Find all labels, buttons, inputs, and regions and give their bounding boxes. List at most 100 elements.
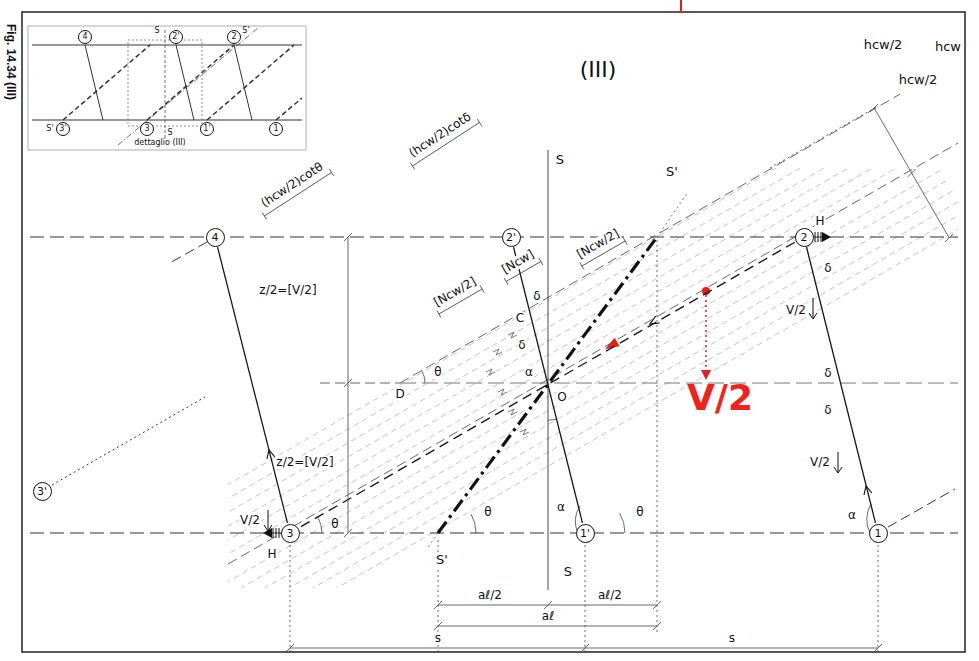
angle-arc xyxy=(548,419,557,420)
dimension-label: s xyxy=(728,632,736,645)
force-arrow xyxy=(809,298,817,319)
point-circle: 2 xyxy=(227,30,241,44)
angle-arc xyxy=(318,371,871,534)
angle-label: δ xyxy=(823,404,832,417)
point-circle: 3 xyxy=(281,524,300,543)
load-label: V/2 xyxy=(686,379,754,417)
crack-marks xyxy=(486,332,529,435)
point-circle: 1 xyxy=(269,122,283,136)
point-number: 1 xyxy=(875,528,882,539)
force-arrow xyxy=(273,528,279,538)
point-number: 2 xyxy=(801,232,808,243)
strut-hatching xyxy=(228,168,958,588)
inset-sketch xyxy=(165,30,166,146)
dimension-line xyxy=(870,104,953,242)
dimension-label: z/2=[V/2] xyxy=(275,456,334,469)
force-arrow xyxy=(822,232,831,242)
force-label: H xyxy=(266,548,277,561)
strut-hatching xyxy=(228,168,902,546)
point-circle: 2' xyxy=(502,228,521,247)
strut-hatching xyxy=(228,189,956,588)
chord-line xyxy=(30,236,958,237)
strut-boundary xyxy=(320,383,400,384)
angle-label: δ xyxy=(823,262,832,275)
section-line xyxy=(548,150,549,590)
point-number: 4 xyxy=(82,33,87,41)
angle-label: θ xyxy=(635,506,644,519)
angle-label: α xyxy=(847,509,857,522)
chord-line xyxy=(30,532,958,533)
point-circle: 4 xyxy=(206,228,225,247)
inset-sketch xyxy=(32,120,302,121)
strut-hatching xyxy=(228,168,914,566)
stirrup-line xyxy=(514,247,583,523)
dimension-line xyxy=(286,601,882,652)
section-label: S xyxy=(563,565,573,579)
strut-hatching xyxy=(228,168,944,588)
chord-line xyxy=(30,237,958,533)
compression-strut xyxy=(299,242,795,528)
section-label: S' xyxy=(665,165,679,179)
dimension-line xyxy=(878,540,879,655)
dimension-label: (hcw/2)cotδ xyxy=(406,110,474,160)
dimension-line xyxy=(262,104,953,655)
dimension-label: hcw xyxy=(934,40,962,54)
dimension-line xyxy=(290,540,291,655)
inset-sketch xyxy=(128,40,202,126)
dimension-label: hcw/2 xyxy=(898,73,939,87)
crack-marks xyxy=(520,429,529,435)
inset-sketch xyxy=(63,45,302,120)
point-number: 3 xyxy=(287,528,294,539)
angle-label: δ xyxy=(517,339,526,352)
dimension-line xyxy=(585,540,586,655)
stirrup-line xyxy=(807,247,876,523)
point-number: 1' xyxy=(580,528,590,539)
dimension-label: aℓ/2 xyxy=(477,589,503,602)
point-number: 4 xyxy=(212,232,219,243)
crack-marks xyxy=(508,332,517,338)
force-label: V/2 xyxy=(809,456,831,469)
point-circle: 3' xyxy=(33,482,52,501)
caption-note: dettaglio (III) xyxy=(133,139,186,147)
angle-label: θ xyxy=(483,506,492,519)
dimension-label: hcw/2 xyxy=(863,38,904,52)
point-label: O xyxy=(556,391,567,404)
angle-arc xyxy=(422,371,425,384)
dimension-line xyxy=(290,648,878,649)
section-label: S' xyxy=(241,27,250,35)
section-line xyxy=(428,150,688,590)
angle-arc xyxy=(620,513,625,533)
section-line xyxy=(428,533,438,547)
force-label: H xyxy=(814,215,825,228)
section-label: S xyxy=(153,27,160,35)
inset-sketch xyxy=(32,45,302,46)
crack-marks xyxy=(486,369,495,375)
force-label: [Ncw] xyxy=(499,247,537,276)
panel-label: (III) xyxy=(579,58,618,81)
dimension-label: aℓ xyxy=(541,610,555,623)
force-label: [Ncw/2] xyxy=(431,274,479,309)
frame xyxy=(22,12,965,652)
section-label: S' xyxy=(45,125,54,133)
angle-label: δ xyxy=(823,367,832,380)
force-arrow xyxy=(263,232,872,538)
dimension-line xyxy=(348,237,349,533)
crack-marks xyxy=(498,389,507,395)
dimension-line xyxy=(438,626,657,627)
angle-label: α xyxy=(556,501,566,514)
point-circle: 2 xyxy=(795,228,814,247)
inset-sketch xyxy=(28,26,306,150)
angle-arc xyxy=(318,517,322,533)
point-circle: 2' xyxy=(169,30,183,44)
angle-arc xyxy=(471,514,476,533)
point-number: 1 xyxy=(273,125,278,133)
point-circle: 3' xyxy=(56,122,70,136)
point-number: 3' xyxy=(37,486,47,497)
truss-extension xyxy=(168,242,207,264)
angle-label: α xyxy=(524,366,534,379)
angle-label: θ xyxy=(433,366,442,379)
section-label: S' xyxy=(435,553,449,567)
